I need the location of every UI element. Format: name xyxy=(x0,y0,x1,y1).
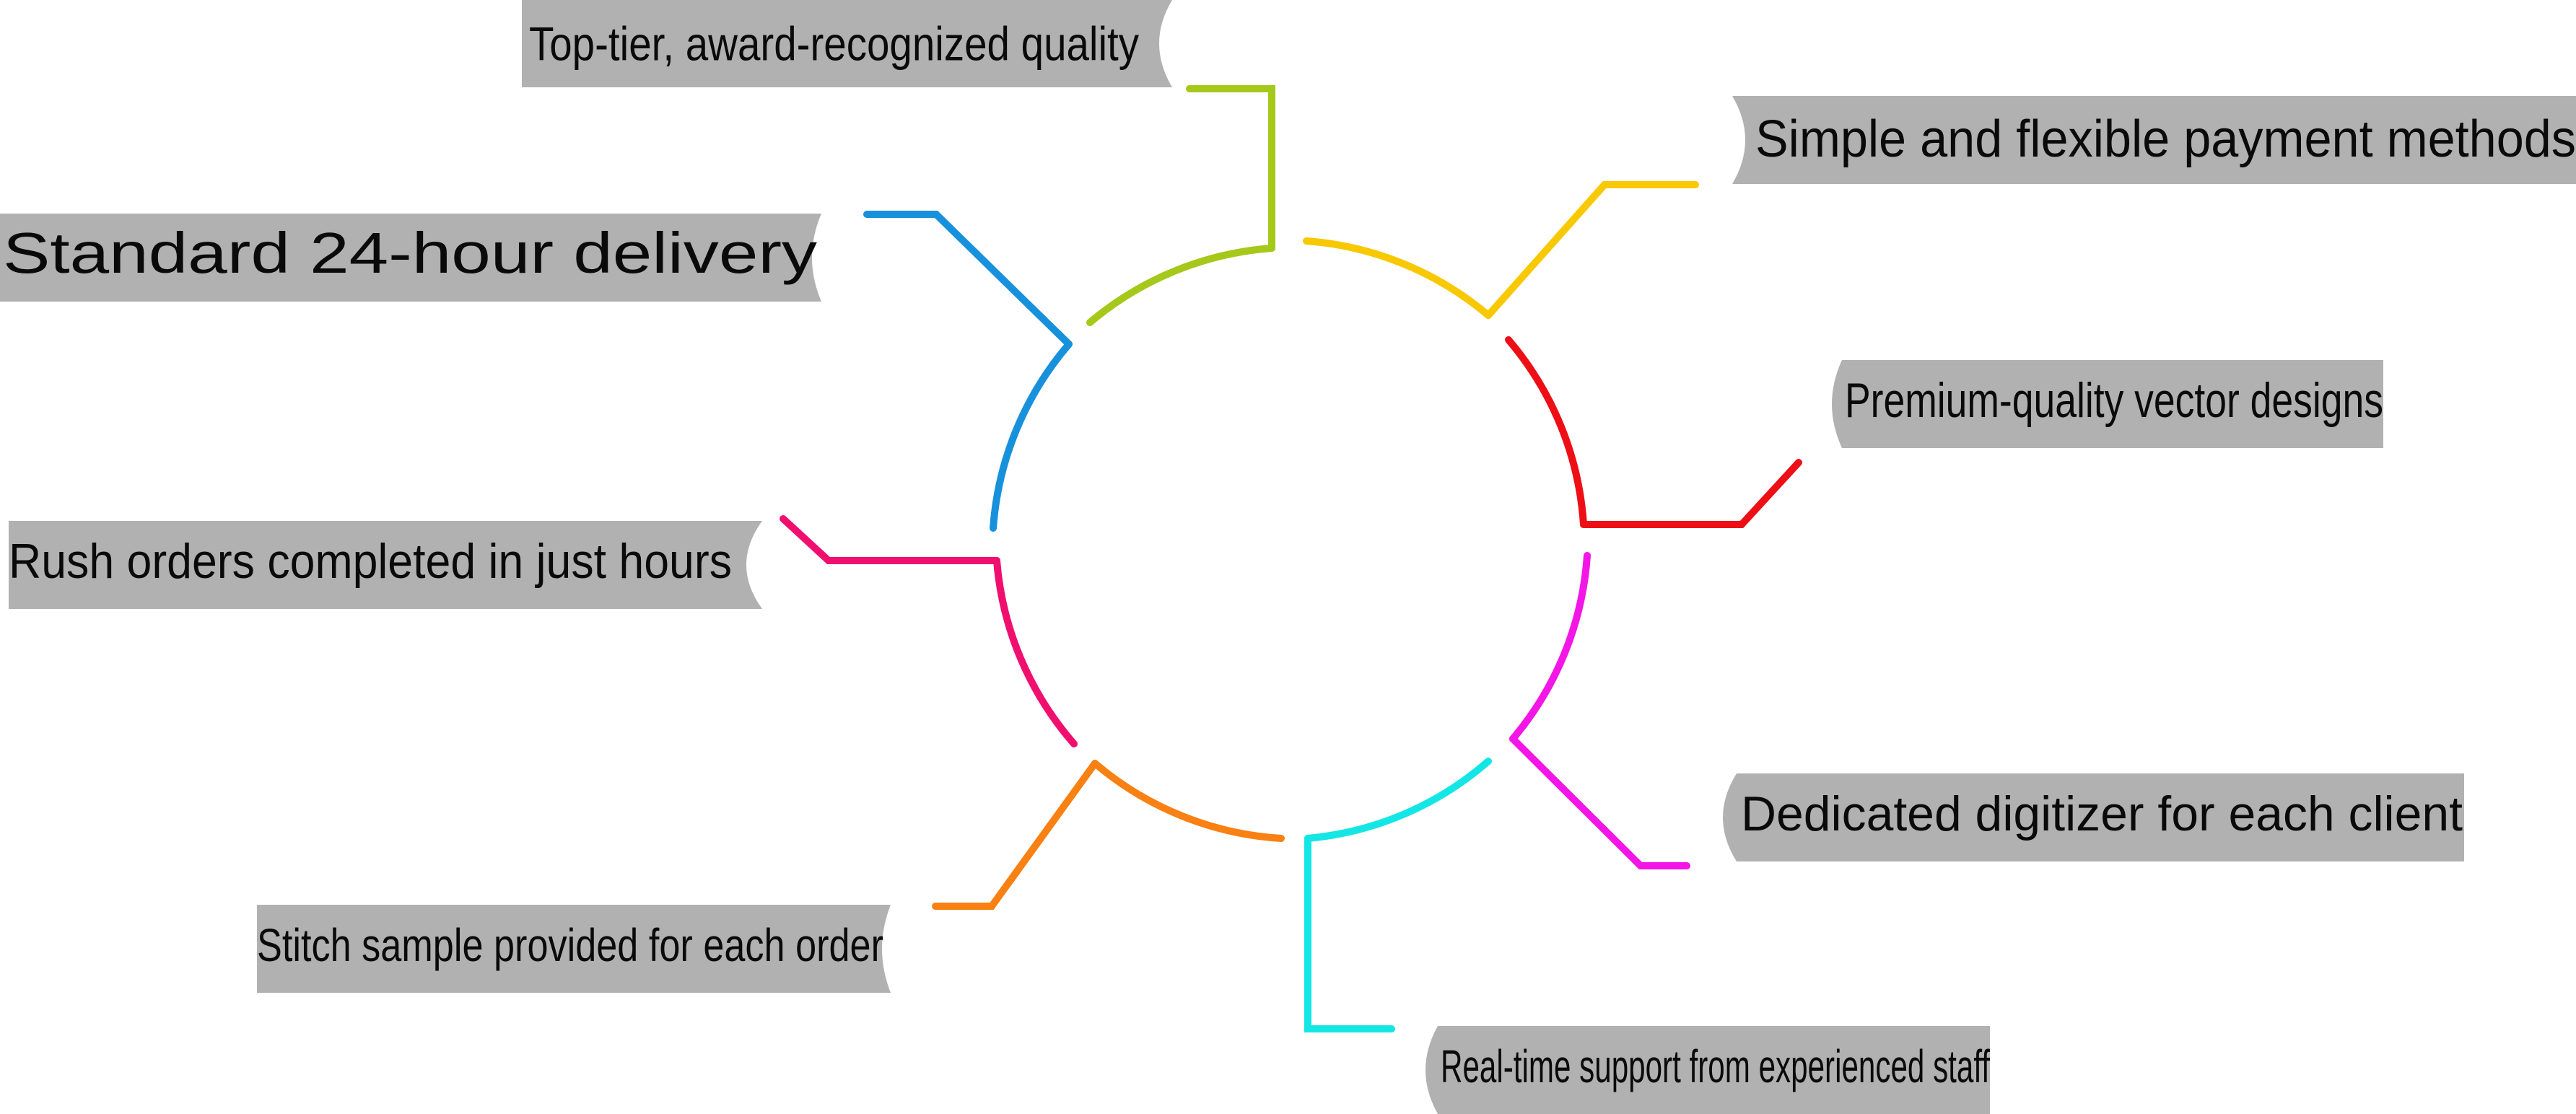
feature-label: Premium-quality vector designs xyxy=(1845,373,2383,428)
label-box xyxy=(1723,773,2464,861)
feature-item-real-time-support: Real-time support from experienced staff xyxy=(1304,758,1990,1114)
feature-item-dedicated-digitizer: Dedicated digitizer for each client xyxy=(1509,552,2464,869)
leader-line xyxy=(1304,835,1395,1032)
circle-arc-segment xyxy=(990,341,1073,532)
feature-label: Real-time support from experienced staff xyxy=(1441,1040,1990,1092)
feature-label: Dedicated digitizer for each client xyxy=(1741,786,2463,841)
feature-label: Standard 24-hour delivery xyxy=(3,221,817,285)
circle-arc-segment xyxy=(1086,245,1275,326)
feature-item-quality: Top-tier, award-recognized quality xyxy=(522,0,1275,326)
circle-arc-segment xyxy=(1091,760,1285,842)
label-box xyxy=(0,214,821,302)
leader-line xyxy=(780,515,1000,564)
feature-item-rush-orders: Rush orders completed in just hours xyxy=(9,515,1078,747)
circle-arc-segment xyxy=(1505,336,1587,528)
leader-line xyxy=(863,211,1073,348)
leader-line xyxy=(1485,181,1699,319)
circle-arc-segment xyxy=(1304,758,1492,842)
leader-line xyxy=(1509,735,1690,869)
circle-arc-segment xyxy=(1303,237,1492,319)
leader-line xyxy=(1580,459,1802,528)
circle-arc-segment xyxy=(1509,552,1591,742)
feature-item-standard-delivery: Standard 24-hour delivery xyxy=(0,211,1073,532)
circle-arc-segment xyxy=(993,557,1078,747)
leader-line xyxy=(1186,85,1275,252)
label-box xyxy=(257,905,891,993)
feature-item-stitch-sample: Stitch sample provided for each order xyxy=(257,760,1285,993)
label-box xyxy=(1425,1026,1990,1114)
feature-label: Top-tier, award-recognized quality xyxy=(529,17,1139,70)
feature-item-payment: Simple and flexible payment methods xyxy=(1303,96,2576,319)
feature-label: Stitch sample provided for each order xyxy=(257,919,883,971)
label-box xyxy=(9,521,762,609)
leader-line xyxy=(932,760,1099,910)
label-box xyxy=(522,0,1172,87)
label-box xyxy=(1732,96,2576,184)
feature-item-vector-designs: Premium-quality vector designs xyxy=(1505,336,2383,528)
feature-label: Rush orders completed in just hours xyxy=(9,534,732,589)
feature-label: Simple and flexible payment methods xyxy=(1755,110,2576,168)
label-box xyxy=(1832,360,2383,448)
